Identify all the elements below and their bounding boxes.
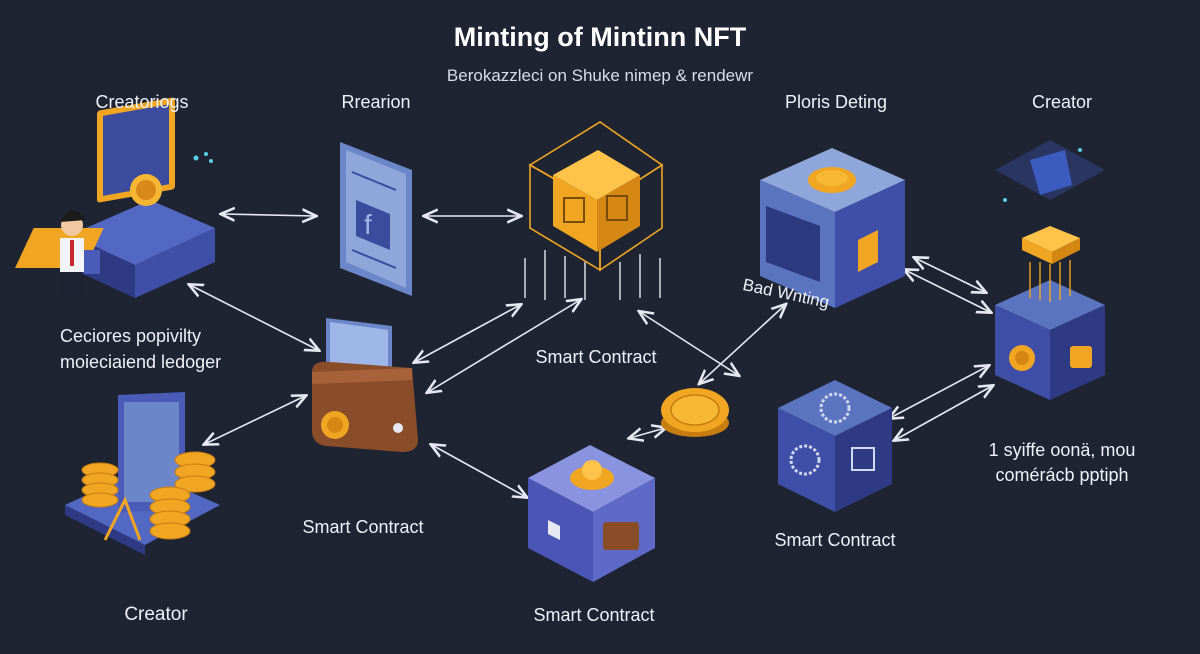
- arrow-minting-vault-2: [905, 270, 990, 312]
- arrow-wallet-contract-upper: [415, 305, 520, 362]
- label-rearion: Rrearion: [341, 92, 411, 112]
- arrow-creator-wallet: [190, 285, 318, 350]
- label-ledger-note-line1: Ceciores popivilty: [60, 326, 202, 346]
- nft-gold-cube-illustration: [524, 121, 664, 300]
- arrow-minting-vault: [915, 258, 985, 292]
- arrow-wallet-contract-lower: [428, 300, 580, 392]
- label-creator-top-right: Creator: [1031, 92, 1093, 112]
- diagram-title: Minting of Mintinn NFT: [453, 22, 747, 52]
- diagram-subtitle: Berokazzleci on Shuke nimep & rendewr: [446, 66, 754, 85]
- arrow-creator-rearion: [222, 214, 315, 216]
- label-smart-contract-wallet: Smart Contract: [302, 517, 424, 537]
- label-smart-contract-center: Smart Contract: [535, 347, 657, 367]
- arrow-coin-contract-right: [700, 305, 785, 383]
- arrow-wallet-bottomcontract: [432, 445, 526, 497]
- svg-text:f: f: [364, 209, 372, 240]
- label-ledger-note-line2: moieciaiend ledoger: [60, 352, 222, 372]
- tablet-document-illustration: f: [340, 142, 412, 296]
- label-creator-top-left: Creatoriogs: [95, 92, 189, 112]
- arrow-bottomcreator-wallet: [205, 396, 305, 444]
- wallet-phone-illustration: [312, 318, 418, 452]
- label-ploris-deting: Ploris Deting: [784, 92, 888, 112]
- arrow-rightcontract-vault-2: [895, 386, 992, 440]
- label-smart-contract-right: Smart Contract: [774, 530, 896, 550]
- coin-stack-illustration: [65, 392, 220, 555]
- label-right-note-line1: 1 syiffe oonä, mou: [988, 440, 1136, 460]
- label-right-note-line2: comérácb pptiph: [995, 465, 1129, 485]
- label-creator-bottom-left: Creator: [124, 604, 188, 625]
- label-smart-contract-bottom: Smart Contract: [533, 605, 655, 625]
- contract-cube-bottom-illustration: [528, 445, 655, 582]
- creator-workstation-illustration: [15, 97, 215, 298]
- contract-cube-right-illustration: [778, 380, 892, 512]
- arrow-rightcontract-vault: [890, 366, 988, 418]
- vault-cube-illustration: [995, 140, 1105, 400]
- minting-cube-illustration: [760, 148, 905, 308]
- gold-coin-illustration: [661, 388, 729, 437]
- arrow-coin-bottomcontract: [630, 428, 665, 438]
